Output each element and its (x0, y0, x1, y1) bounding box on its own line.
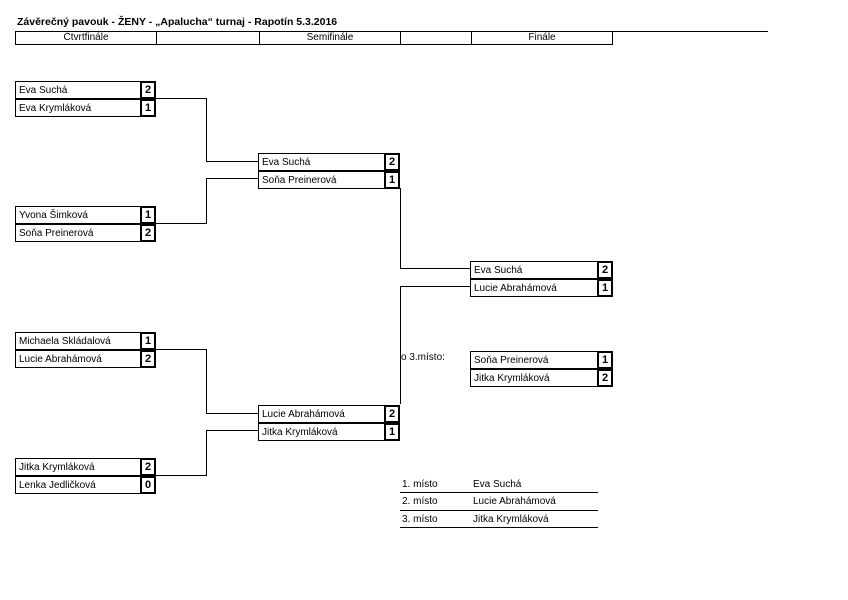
header-quarterfinal: Čtvrtfinále (15, 31, 156, 45)
connector-line (400, 286, 401, 404)
standing-name-3: Jitka Krymláková (473, 514, 549, 525)
connector-line (206, 430, 258, 431)
standing-name-1: Eva Suchá (473, 479, 522, 490)
standing-place-2: 2. místo (402, 496, 438, 507)
qf2-player2-name: Soňa Preinerová (15, 224, 141, 242)
third-place-player1-name: Soňa Preinerová (470, 351, 598, 369)
title-rule (15, 31, 768, 32)
connector-line (156, 349, 207, 350)
qf4-player1-score: 2 (140, 458, 156, 476)
qf4-player2-score: 0 (140, 476, 156, 494)
standing-place-3: 3. místo (402, 514, 438, 525)
connector-line (156, 98, 207, 99)
qf2-player2-score: 2 (140, 224, 156, 242)
standing-place-1: 1. místo (402, 479, 438, 490)
qf1-player1-name: Eva Suchá (15, 81, 141, 99)
qf3-player2-score: 2 (140, 350, 156, 368)
standing-rule (400, 527, 598, 528)
final-player2-score: 1 (597, 279, 613, 297)
third-place-label: o 3.místo: (401, 352, 445, 363)
standing-name-2: Lucie Abrahámová (473, 496, 556, 507)
qf4-player1-name: Jitka Krymláková (15, 458, 141, 476)
sf1-player2-name: Soňa Preinerová (258, 171, 385, 189)
connector-line (400, 286, 470, 287)
sf2-player2-score: 1 (384, 423, 400, 441)
connector-line (206, 430, 207, 476)
qf1-player1-score: 2 (140, 81, 156, 99)
connector-line (400, 188, 401, 269)
standing-rule (400, 510, 598, 511)
connector-line (156, 475, 207, 476)
third-place-player2-score: 2 (597, 369, 613, 387)
sf1-player1-name: Eva Suchá (258, 153, 385, 171)
qf1-player2-name: Eva Krymláková (15, 99, 141, 117)
header-spacer-2 (400, 31, 471, 45)
standing-rule (400, 492, 598, 493)
connector-line (206, 178, 258, 179)
connector-line (206, 413, 258, 414)
connector-line (206, 161, 258, 162)
qf3-player1-score: 1 (140, 332, 156, 350)
qf2-player1-score: 1 (140, 206, 156, 224)
third-place-player2-name: Jitka Krymláková (470, 369, 598, 387)
sf1-player1-score: 2 (384, 153, 400, 171)
qf2-player1-name: Yvona Šimková (15, 206, 141, 224)
qf4-player2-name: Lenka Jedličková (15, 476, 141, 494)
qf1-player2-score: 1 (140, 99, 156, 117)
sf2-player1-name: Lucie Abrahámová (258, 405, 385, 423)
header-semifinal: Semifinále (259, 31, 400, 45)
final-player1-score: 2 (597, 261, 613, 279)
sf1-player2-score: 1 (384, 171, 400, 189)
connector-line (206, 178, 207, 224)
final-player2-name: Lucie Abrahámová (470, 279, 598, 297)
final-player1-name: Eva Suchá (470, 261, 598, 279)
page-title: Závěrečný pavouk - ŽENY - „Apalucha“ tur… (17, 16, 338, 28)
third-place-player1-score: 1 (597, 351, 613, 369)
connector-line (206, 98, 207, 162)
qf3-player2-name: Lucie Abrahámová (15, 350, 141, 368)
connector-line (206, 349, 207, 414)
header-spacer-1 (156, 31, 259, 45)
qf3-player1-name: Michaela Skládalová (15, 332, 141, 350)
sf2-player1-score: 2 (384, 405, 400, 423)
header-final: Finále (471, 31, 613, 45)
sf2-player2-name: Jitka Krymláková (258, 423, 385, 441)
connector-line (156, 223, 207, 224)
connector-line (400, 268, 470, 269)
